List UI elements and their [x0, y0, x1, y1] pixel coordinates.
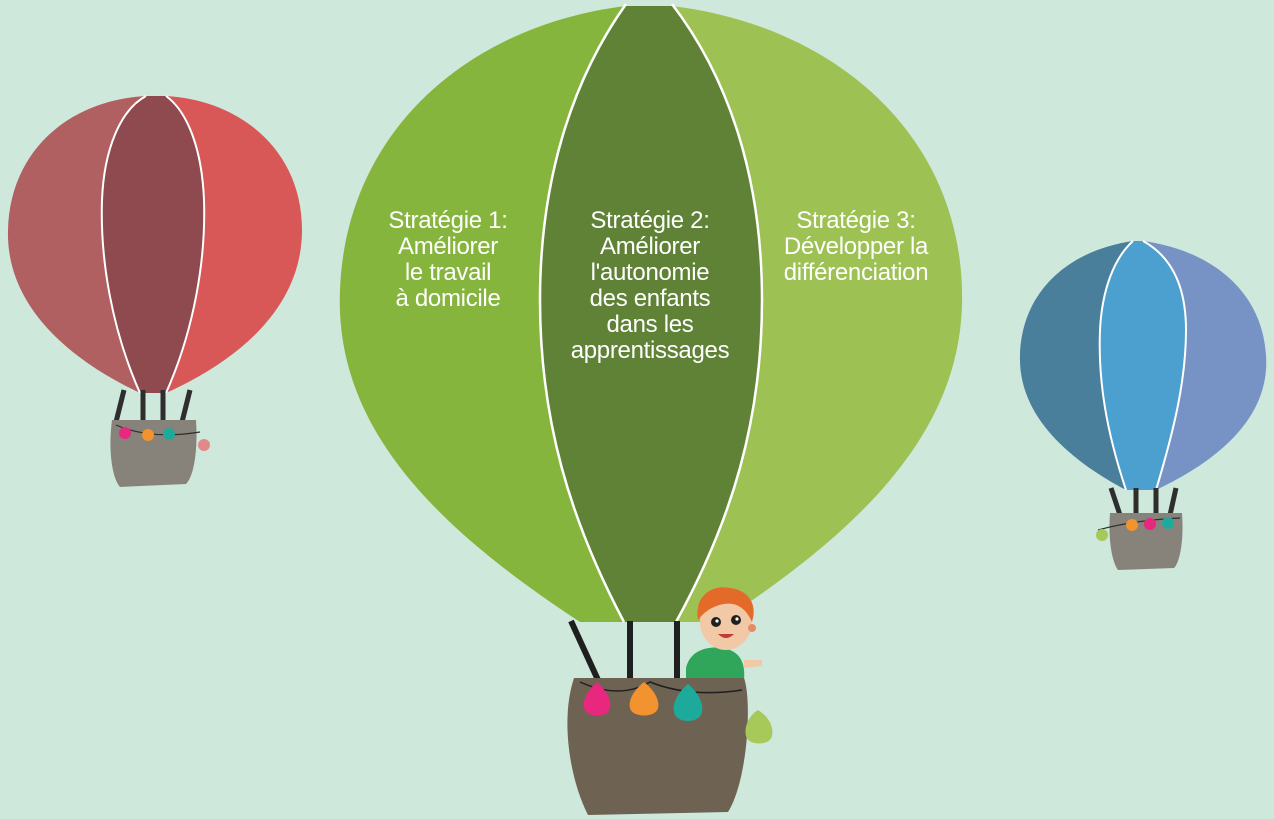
red-balloon [7, 95, 302, 487]
red-balloon-right-panel [166, 96, 302, 393]
red-balloon-ropes [113, 389, 193, 423]
red-balloon-middle-panel [101, 96, 205, 393]
blue-balloon-left-panel [1019, 241, 1133, 490]
main-balloon-middle-panel [540, 6, 762, 622]
main-balloon-ropes [568, 619, 680, 682]
boy-head [700, 594, 752, 650]
red-balloon-basket [110, 420, 197, 487]
blue-balloon-bag [1144, 518, 1156, 530]
boy-body [686, 647, 745, 682]
main-balloon [339, 3, 963, 815]
green-bag [745, 710, 773, 744]
strategy-1-label: Stratégie 1: Améliorer le travail à domi… [372, 208, 524, 312]
strategy-3-line: Développer la [783, 233, 929, 260]
red-balloon-bag [198, 439, 210, 451]
strategy-2-line: l'autonomie [590, 259, 710, 286]
orange-bag [629, 682, 659, 716]
main-balloon-basket [567, 678, 748, 815]
strategy-2-label: Stratégie 2: Améliorer l'autonomie des e… [552, 208, 748, 364]
blue-balloon-bag [1096, 529, 1108, 541]
blue-balloon-bag [1162, 517, 1174, 529]
red-balloon-bag [163, 428, 175, 440]
strategy-2-line: Stratégie 2: [590, 207, 710, 234]
boy-hair [697, 587, 754, 622]
red-balloon-bag [142, 429, 154, 441]
teal-bag [673, 684, 703, 721]
blue-balloon-bag [1126, 519, 1138, 531]
strategy-3-label: Stratégie 3: Développer la différenciati… [770, 208, 942, 286]
strategy-1-line: Stratégie 1: [388, 207, 508, 234]
bags [583, 682, 773, 744]
strategy-3-line: Stratégie 3: [796, 207, 916, 234]
strategy-2-line: apprentissages [570, 337, 730, 364]
strategy-1-line: à domicile [395, 285, 501, 312]
main-balloon-right-panel [672, 6, 963, 622]
pink-bag [583, 682, 611, 716]
strategy-1-line: Améliorer [398, 233, 498, 260]
strategy-2-line: dans les [606, 311, 694, 338]
blue-balloon [1019, 240, 1267, 570]
strategy-2-line: des enfants [589, 285, 711, 312]
blue-balloon-ropes [1108, 487, 1179, 516]
red-balloon-bag [119, 427, 131, 439]
strategy-3-line: différenciation [783, 259, 929, 286]
boy-character [686, 587, 762, 682]
main-balloon-left-panel [339, 6, 626, 622]
red-balloon-left-panel [7, 96, 146, 393]
blue-balloon-middle-panel [1099, 241, 1186, 490]
strategy-1-line: le travail [404, 259, 492, 286]
strategy-2-line: Améliorer [600, 233, 700, 260]
